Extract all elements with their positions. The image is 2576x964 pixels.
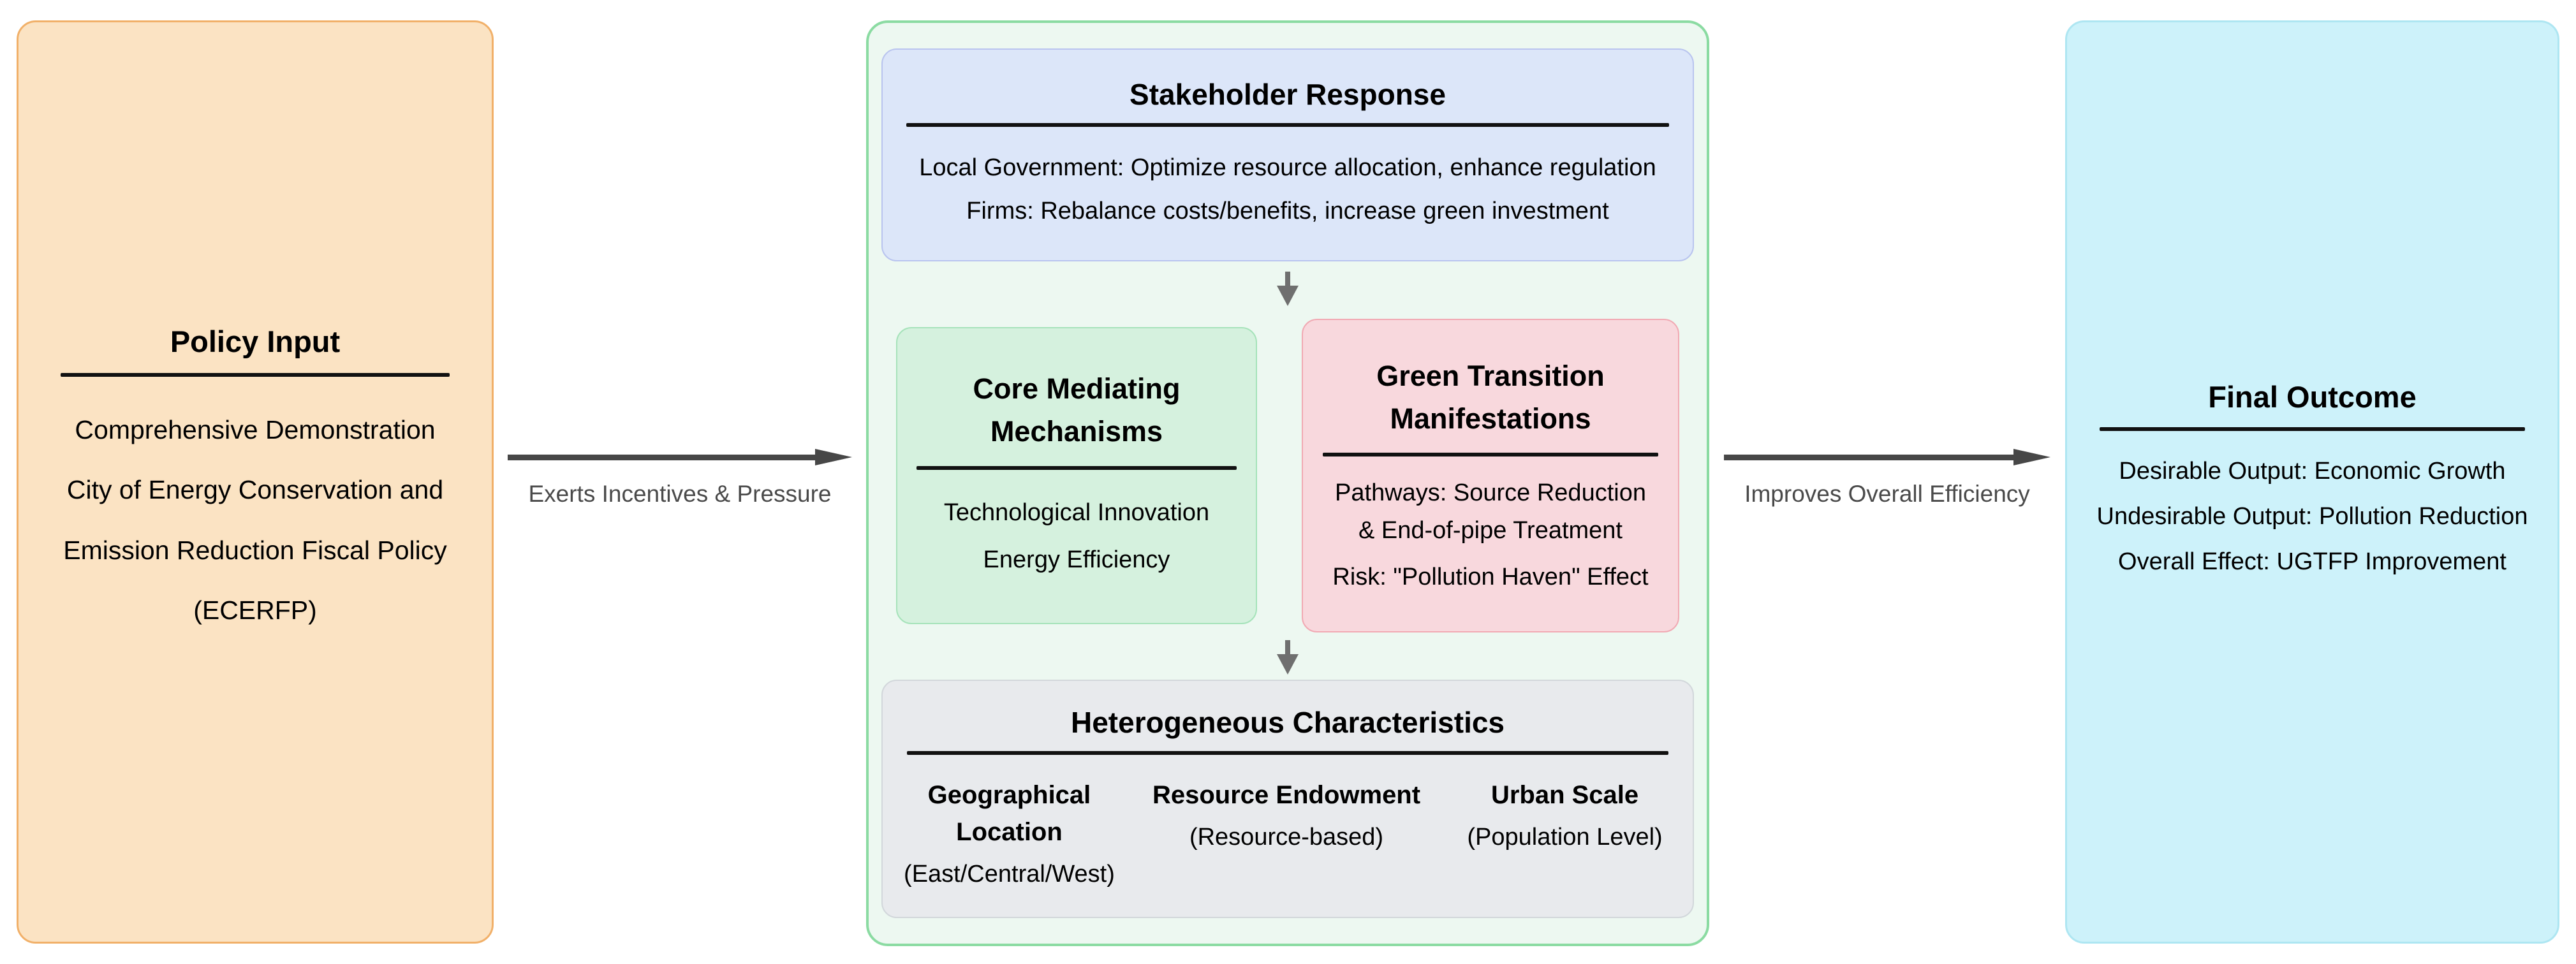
green-transition-line: Pathways: Source Reduction bbox=[1335, 479, 1646, 507]
core-mechanisms-line: Technological Innovation bbox=[943, 499, 1210, 526]
policy-input-box: Policy Input Comprehensive Demonstration… bbox=[17, 20, 494, 944]
core-mechanisms-title: Core Mediating Mechanisms bbox=[973, 372, 1181, 448]
down-arrow-icon bbox=[1277, 272, 1299, 306]
policy-to-mechanism-arrow: Exerts Incentives & Pressure bbox=[494, 20, 866, 944]
column-heading: Urban Scale bbox=[1490, 781, 1639, 810]
heterogeneous-column-urban-scale: Urban Scale (Population Level) bbox=[1454, 777, 1676, 855]
final-outcome-line: Desirable Output: Economic Growth bbox=[2119, 458, 2506, 485]
core-mechanisms-title-rule bbox=[916, 465, 1237, 470]
green-transition-line: & End-of-pipe Treatment bbox=[1358, 517, 1623, 544]
column-heading: Resource Endowment bbox=[1152, 781, 1421, 810]
policy-input-line: (ECERFP) bbox=[193, 595, 317, 625]
heterogeneous-title-rule bbox=[907, 751, 1668, 756]
final-outcome-line: Undesirable Output: Pollution Reduction bbox=[2096, 503, 2528, 530]
stakeholder-response-title: Stakeholder Response bbox=[1130, 77, 1446, 111]
mechanism-container: Stakeholder Response Local Government: O… bbox=[866, 20, 1709, 946]
policy-input-title-rule bbox=[61, 372, 450, 377]
green-transition-line: Risk: "Pollution Haven" Effect bbox=[1332, 564, 1649, 591]
heterogeneous-column-geography: Geographical Location (East/Central/West… bbox=[899, 777, 1119, 892]
stakeholder-response-line: Firms: Rebalance costs/benefits, increas… bbox=[966, 198, 1609, 224]
final-outcome-box: Final Outcome Desirable Output: Economic… bbox=[2065, 20, 2559, 944]
final-outcome-line: Overall Effect: UGTFP Improvement bbox=[2118, 548, 2506, 575]
stakeholder-response-title-rule bbox=[906, 122, 1670, 127]
heterogeneous-title: Heterogeneous Characteristics bbox=[1070, 706, 1505, 740]
policy-input-line: Emission Reduction Fiscal Policy bbox=[63, 535, 447, 565]
stakeholder-to-mechanisms-arrow bbox=[881, 261, 1694, 316]
left-arrow-label: Exerts Incentives & Pressure bbox=[528, 481, 832, 507]
stakeholder-response-line: Local Government: Optimize resource allo… bbox=[919, 154, 1656, 181]
policy-input-line: City of Energy Conservation and bbox=[66, 475, 444, 505]
green-transition-manifestations-box: Green Transition Manifestations Pathways… bbox=[1302, 319, 1679, 632]
heterogeneous-columns: Geographical Location (East/Central/West… bbox=[899, 777, 1676, 892]
right-arrow-label: Improves Overall Efficiency bbox=[1744, 481, 2030, 507]
stakeholder-response-box: Stakeholder Response Local Government: O… bbox=[881, 48, 1694, 261]
right-arrow-icon bbox=[508, 449, 852, 465]
column-heading: Geographical Location bbox=[927, 781, 1091, 847]
green-transition-title-rule bbox=[1322, 453, 1659, 457]
heterogeneous-column-resource: Resource Endowment (Resource-based) bbox=[1147, 777, 1425, 855]
column-subtext: (East/Central/West) bbox=[904, 861, 1115, 888]
policy-input-body: Comprehensive Demonstration City of Ener… bbox=[44, 400, 466, 640]
right-arrow-icon bbox=[1724, 449, 2050, 465]
mechanism-to-outcome-arrow: Improves Overall Efficiency bbox=[1709, 20, 2065, 944]
core-mediating-mechanisms-box: Core Mediating Mechanisms Technological … bbox=[896, 327, 1257, 624]
final-outcome-title: Final Outcome bbox=[2208, 380, 2417, 414]
core-mechanisms-line: Energy Efficiency bbox=[983, 546, 1170, 573]
mechanism-row: Core Mediating Mechanisms Technological … bbox=[881, 316, 1694, 635]
mechanisms-to-heterogeneity-arrow bbox=[881, 635, 1694, 680]
policy-input-title: Policy Input bbox=[170, 324, 341, 358]
heterogeneous-characteristics-box: Heterogeneous Characteristics Geographic… bbox=[881, 680, 1694, 918]
column-subtext: (Population Level) bbox=[1467, 824, 1663, 851]
down-arrow-icon bbox=[1277, 640, 1299, 675]
column-subtext: (Resource-based) bbox=[1189, 824, 1384, 851]
policy-input-line: Comprehensive Demonstration bbox=[75, 414, 436, 444]
final-outcome-title-rule bbox=[2100, 427, 2525, 432]
green-transition-title: Green Transition Manifestations bbox=[1376, 360, 1605, 435]
